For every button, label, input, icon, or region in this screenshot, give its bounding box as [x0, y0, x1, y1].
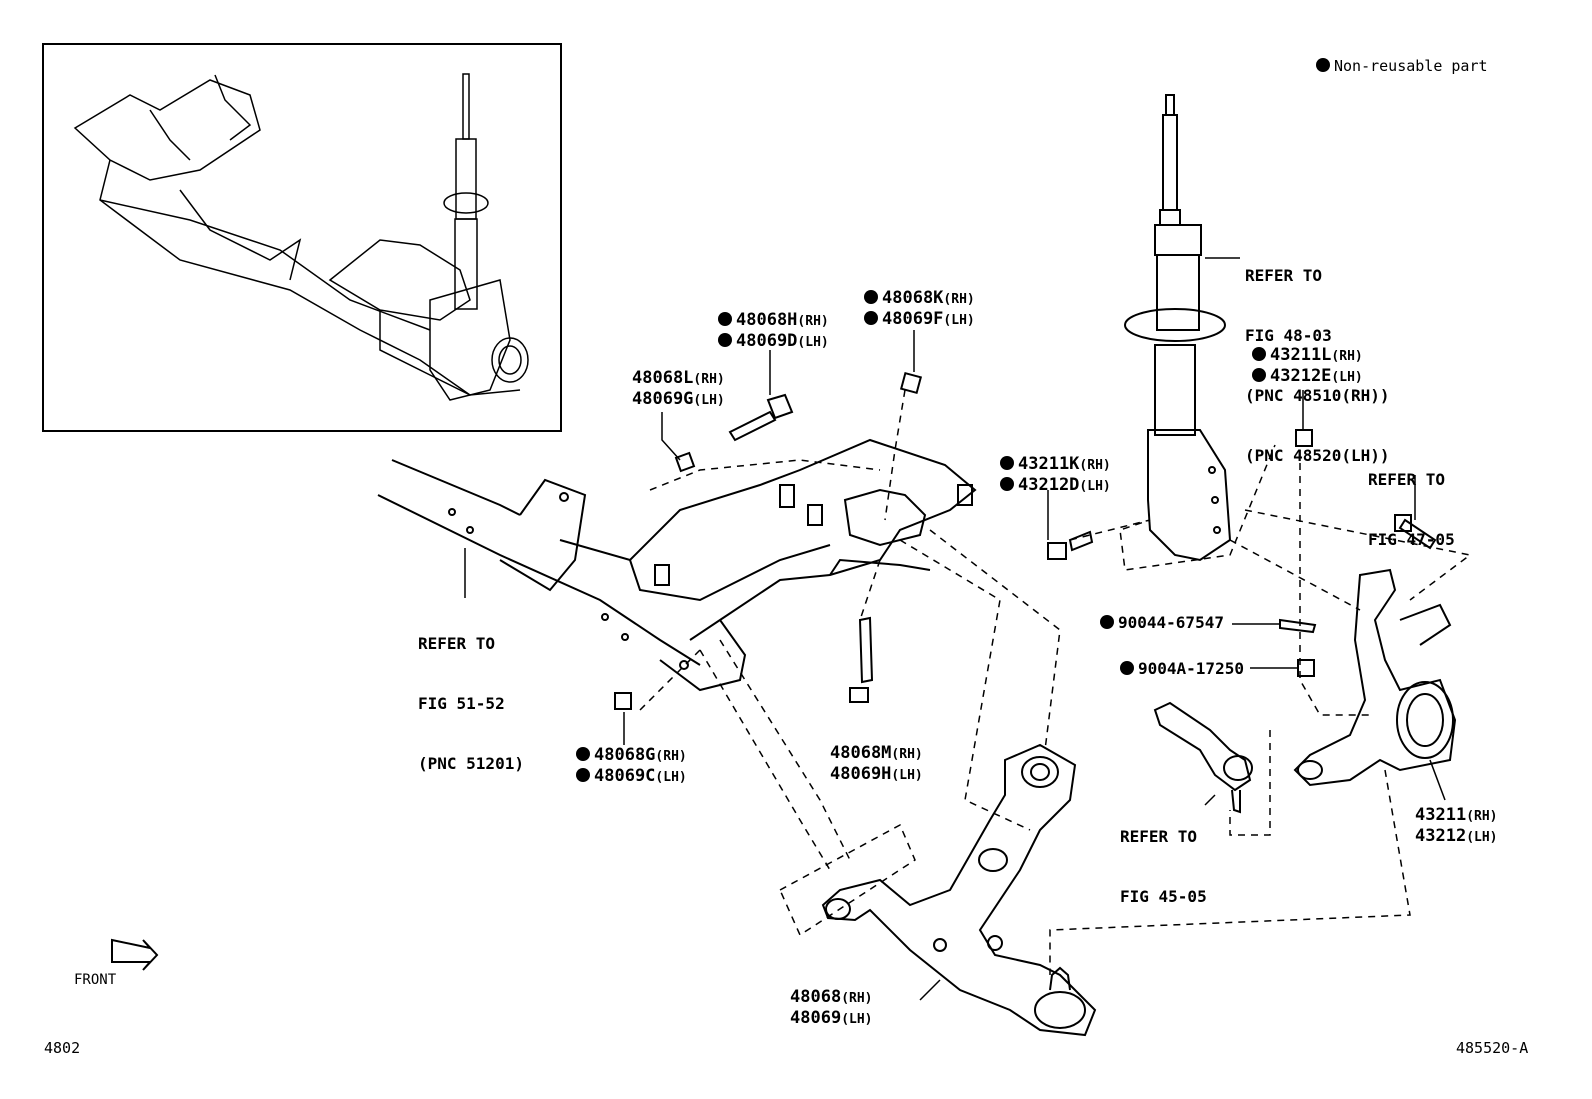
refer-fig-51-52[interactable]: REFER TO FIG 51-52 (PNC 51201) — [418, 634, 524, 773]
refer-fig-48-03[interactable]: REFER TO FIG 48-03 (PNC 48510(RH)) (PNC … — [1245, 266, 1390, 465]
fasteners — [614, 371, 1437, 710]
illustration-code: 485520-A — [1456, 1039, 1529, 1057]
tie-rod-end-drawing — [1153, 701, 1253, 814]
lower-arm-drawing — [821, 743, 1097, 1037]
label-48069C: 48069C(LH) — [576, 766, 687, 788]
non-reusable-dot-icon — [718, 312, 732, 326]
label-48069H: 48069H(LH) — [830, 764, 923, 784]
label-43211L: 43211L(RH) — [1252, 345, 1363, 367]
label-48069F: 48069F(LH) — [864, 309, 975, 331]
legend-non-reusable: Non-reusable part — [1316, 56, 1488, 76]
refer-fig-45-05[interactable]: REFER TO FIG 45-05 — [1120, 827, 1207, 906]
inset-subframe-sketch — [73, 74, 521, 396]
inset-strut-sketch — [429, 73, 529, 401]
label-48069D: 48069D(LH) — [718, 331, 829, 353]
non-reusable-dot-icon — [1252, 347, 1266, 361]
front-arrow-icon — [111, 938, 159, 971]
non-reusable-dot-icon — [1100, 615, 1114, 629]
label-43211K: 43211K(RH) — [1000, 454, 1111, 476]
refer-fig-47-05[interactable]: REFER TO FIG 47-05 — [1368, 470, 1455, 549]
non-reusable-dot-icon — [1120, 661, 1134, 675]
overview-inset-frame — [42, 43, 562, 432]
label-90044-67547: 90044-67547 — [1100, 613, 1224, 633]
non-reusable-dot-icon — [718, 333, 732, 347]
label-9004A-17250: 9004A-17250 — [1120, 659, 1244, 679]
non-reusable-dot-icon — [1252, 368, 1266, 382]
non-reusable-dot-icon — [576, 768, 590, 782]
label-48068H: 48068H(RH) — [718, 310, 829, 332]
label-43212D: 43212D(LH) — [1000, 475, 1111, 497]
label-48069: 48069(LH) — [790, 1008, 873, 1028]
label-43211: 43211(RH) — [1415, 805, 1498, 825]
non-reusable-dot-icon — [576, 747, 590, 761]
label-43212: 43212(LH) — [1415, 826, 1498, 846]
label-48068L: 48068L(RH) — [632, 368, 725, 388]
label-48068M: 48068M(RH) — [830, 743, 923, 763]
non-reusable-dot-icon — [864, 290, 878, 304]
non-reusable-dot-icon — [1000, 456, 1014, 470]
label-48068K: 48068K(RH) — [864, 288, 975, 310]
figure-number: 4802 — [44, 1039, 81, 1057]
non-reusable-dot-icon — [1316, 58, 1330, 72]
front-label: FRONT — [74, 972, 117, 988]
label-48068: 48068(RH) — [790, 987, 873, 1007]
non-reusable-dot-icon — [864, 311, 878, 325]
label-48068G: 48068G(RH) — [576, 745, 687, 767]
strut-drawing — [1124, 94, 1232, 562]
knuckle-drawing — [1293, 568, 1457, 787]
label-43212E: 43212E(LH) — [1252, 366, 1363, 388]
dashed-lines — [639, 389, 1472, 975]
subframe-drawing — [377, 438, 977, 692]
label-48069G: 48069G(LH) — [632, 389, 725, 409]
non-reusable-dot-icon — [1000, 477, 1014, 491]
leader-lines — [464, 257, 1446, 1001]
